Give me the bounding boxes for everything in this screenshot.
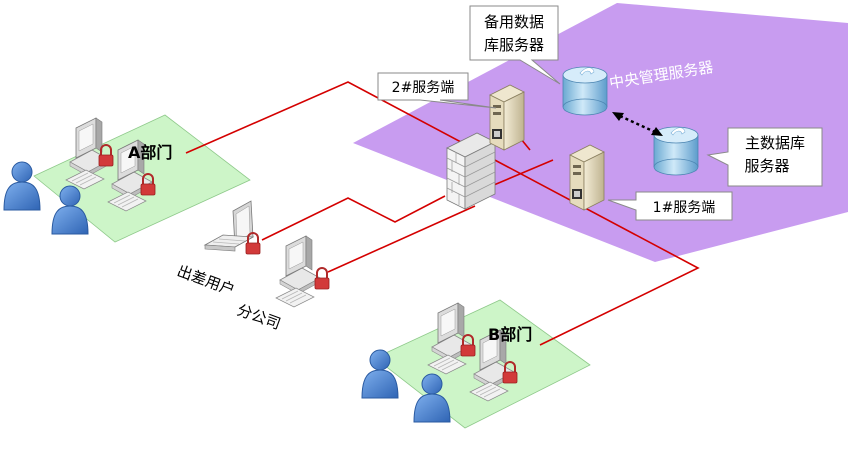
dept-a-label: A部门 — [128, 143, 172, 162]
main-db-callout: 主数据库 服务器 — [706, 127, 823, 187]
db-sync-arrow — [612, 112, 663, 136]
server-end-2-label: 2#服务端 — [392, 80, 455, 96]
backup-db-icon — [562, 66, 608, 116]
dept-a-person-1 — [3, 161, 41, 211]
lock-icon — [314, 267, 330, 290]
firewall-icon — [446, 132, 496, 210]
travel-user-label: 出差用户 — [175, 262, 238, 299]
main-db-label-line2: 服务器 — [744, 157, 789, 175]
server-end-2-icon — [489, 84, 525, 151]
dept-b-label: B部门 — [488, 325, 532, 344]
server-end-1-callout: 1#服务端 — [607, 191, 733, 221]
backup-db-callout: 备用数据 库服务器 — [469, 5, 561, 85]
backup-db-label-line2: 库服务器 — [484, 36, 544, 54]
laptop-icon — [203, 200, 261, 255]
branch-office-computer — [275, 235, 330, 308]
link-branch-office — [327, 205, 476, 273]
branch-office-label: 分公司 — [235, 301, 283, 333]
main-db-label-line1: 主数据库 — [745, 134, 805, 152]
link-travel-user — [261, 195, 446, 241]
server-end-1-icon — [569, 144, 605, 211]
server-end-2-callout: 2#服务端 — [377, 72, 497, 109]
server-end-1-label: 1#服务端 — [653, 200, 716, 216]
backup-db-label-line1: 备用数据 — [484, 13, 544, 31]
link-dept-a — [185, 81, 700, 346]
